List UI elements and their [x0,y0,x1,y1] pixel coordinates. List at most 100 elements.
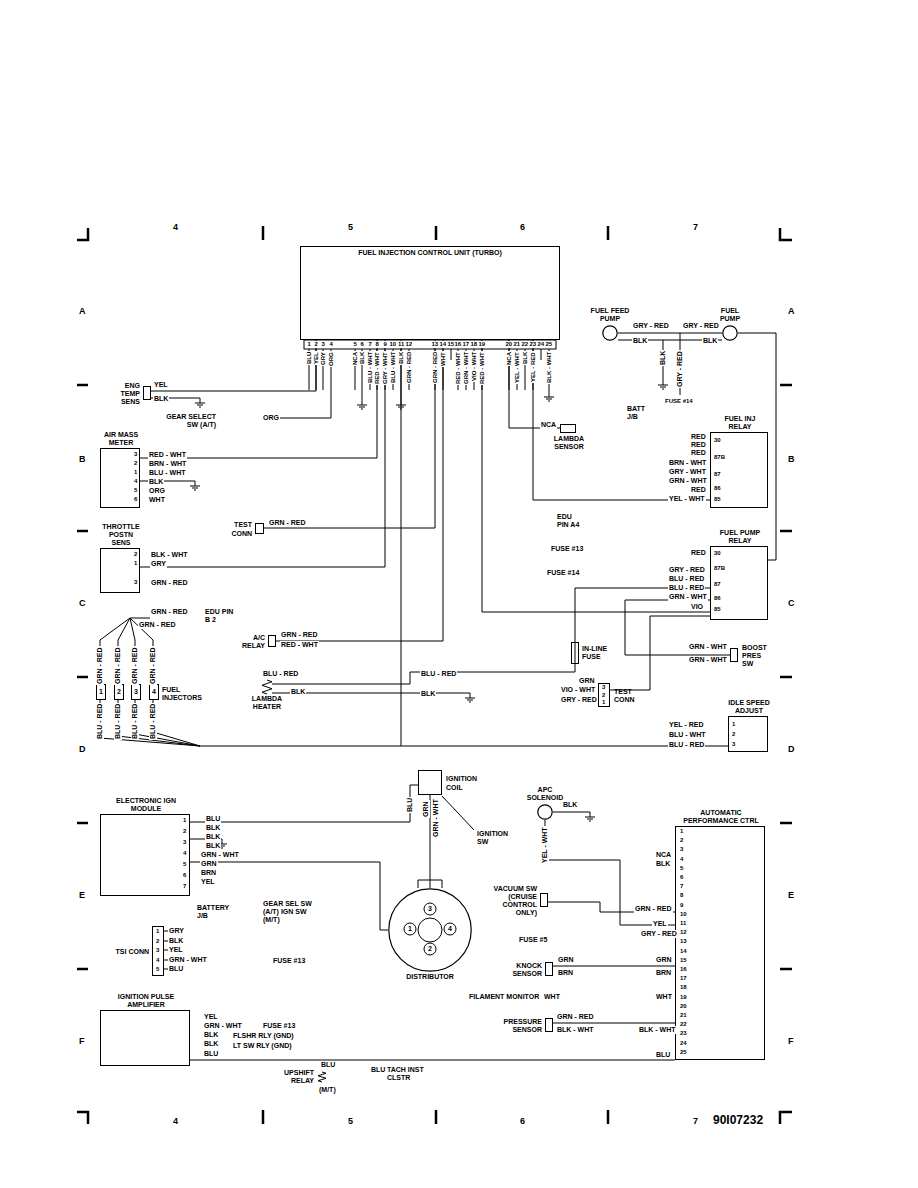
wire-label: YEL - RED [668,721,705,729]
wire-label: GRY - RED [682,322,720,330]
wire-label: GEAR SEL SW (A/T) IGN SW (M/T) [262,900,316,924]
wire-label: 30 [713,550,722,557]
wire-label: 6 [519,1116,526,1126]
component-label: AIR MASS METER [101,431,141,447]
wire-label: GRN - RED [96,646,104,685]
wire-label: 8 [679,892,684,899]
wire-label: 7 [692,222,699,232]
wire-label: BLU - RED [668,741,705,749]
wire-label: 1 [679,828,684,835]
wire-label: RED - WHT [479,351,486,385]
wire-label: 5 [353,341,358,348]
wire-label: GRN - RED [149,646,157,685]
wire-label: BLK [359,351,366,365]
wire-label: A [787,306,796,316]
wire-label: BLU - RED [131,703,139,740]
wire-label: BLK [290,688,306,696]
wire-label: 6 [360,341,365,348]
wire-label: YEL [153,381,169,389]
wire-label: 4 [133,478,138,485]
wire-label: BLK [168,937,184,945]
component-label: AUTOMATIC PERFORMANCE CTRL [681,809,761,825]
wire-label: GRN - RED [150,608,189,616]
wire-label: NCA [506,351,513,366]
wire-label: YEL - RED [530,351,537,383]
wire-label: 90I07232 [712,1114,764,1128]
wire-connector [190,785,418,822]
wire-label: GRY [150,560,167,568]
wire-label: BRN [557,969,574,977]
wire-label: 12 [679,929,688,936]
wire-label: NCA [352,351,359,366]
wire-label: BLK - WHT [150,551,189,559]
wire-label: GRN - RED [114,646,122,685]
wire-label: 4 [329,341,334,348]
wire-label: 4 [182,850,187,857]
wire-label: 18 [679,984,688,991]
sensor-connector: KNOCK SENSOR [545,962,553,976]
sensor-connector: LAMBDA SENSOR [560,424,576,433]
pin-strip [304,340,556,349]
wire-label: 2 [679,837,684,844]
wire-label: 9 [679,902,684,909]
wire-connector [190,1060,675,1061]
wire-label: GRN - WHT [688,656,728,664]
wire-label: 4 [172,1116,179,1126]
wire-label: YEL - WHT [668,495,706,503]
wire-label: GRN - WHT [688,643,728,651]
wire-label: GRY [168,927,185,935]
wire-label: FUSE #13 [262,1022,296,1030]
component-label: TEST CONN [614,688,644,704]
wire-label: 1 [731,721,736,728]
component-label: LAMBDA HEATER [249,695,285,711]
wire-label: 2 [133,460,138,467]
wire-label: YEL [168,946,184,954]
wire-label: 3 [133,451,138,458]
wire-label: BLK [203,1031,219,1039]
fuse-element [575,642,576,664]
wire-label: BLU - RED [262,670,299,678]
wire-label: 4 [172,222,179,232]
wire-label: NCA [540,421,557,429]
wire-label: B [787,454,796,464]
wire-label: BLU - RED [668,584,705,592]
fuse-outline [572,643,579,664]
component-label: 2 [117,688,121,696]
wire-label: 2 [155,938,160,945]
module-box: IGNITION PULSE AMPLIFIER [100,1010,190,1066]
wire-connector [264,340,435,528]
wire-label: YEL - WHT [514,351,521,384]
wire-label: GRN - WHT [200,851,240,859]
wire-label: FILAMENT MONITOR [468,993,540,1001]
wire-label: TACH INST CLSTR [386,1066,430,1082]
wire-label: 25 [545,341,554,348]
coil-box: IGNITION COIL [418,770,442,795]
component-label: 4 [152,688,156,696]
component-label: VACUUM SW (CRUISE CONTROL ONLY) [485,885,537,917]
wire-label: BLU - RED [420,670,457,678]
wire-label: GRY [320,351,327,366]
wire-label: 1 [407,925,413,933]
wire-label: 22 [679,1021,688,1028]
leader-line [442,796,474,830]
component-label: DISTRIBUTOR [400,973,460,981]
wire-label: BLU [203,1050,219,1058]
wire-label: GRN - WHT [668,593,708,601]
component-label: APC SOLENOID [525,786,565,802]
wire-label: BLU - WHT [148,469,187,477]
wire-label: GRN - WHT [203,1022,243,1030]
wire-label: 6 [133,496,138,503]
wire-label: 5 [347,1116,354,1126]
wire-label: 9 [383,341,388,348]
wire-label: BLU [370,1066,386,1074]
component-label: IGNITION COIL [446,775,480,791]
wire-label: VIO [690,603,704,611]
wire-label: BLK - WHT [638,1026,677,1034]
wire-label: RED - WHT [148,451,187,459]
sensor-connector: PRESSURE SENSOR [545,1018,553,1032]
wire-label: GRN [578,677,596,685]
wire-label: EDU PIN A4 [556,513,586,529]
wire-label: C [787,598,796,608]
wire-label: 24 [679,1040,688,1047]
wire-label: RED [690,441,707,449]
